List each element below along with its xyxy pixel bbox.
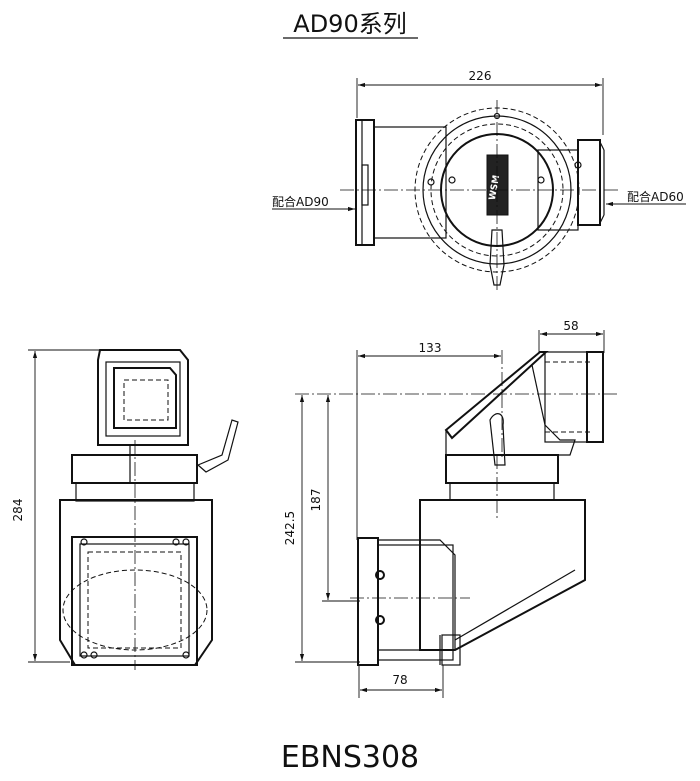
dim-78: 78 bbox=[392, 673, 407, 687]
dim-58: 58 bbox=[563, 319, 578, 333]
dim-133: 133 bbox=[419, 341, 442, 355]
label-mate-ad90: 配合AD90 bbox=[272, 194, 329, 209]
dim-242-5: 242.5 bbox=[283, 511, 297, 545]
label-mate-ad60: 配合AD60 bbox=[627, 189, 684, 204]
drawing-title: AD90系列 bbox=[293, 10, 406, 38]
model-name: EBNS308 bbox=[281, 740, 419, 775]
dim-284: 284 bbox=[11, 499, 25, 522]
logo: WSM bbox=[488, 174, 502, 201]
dim-226: 226 bbox=[469, 69, 492, 83]
side-view: 133 58 187 242.5 78 bbox=[283, 319, 620, 698]
front-view: 284 bbox=[11, 349, 239, 670]
top-view: 226 WSM 配合AD90 配合AD60 bbox=[272, 69, 686, 290]
dim-187: 187 bbox=[309, 489, 323, 512]
